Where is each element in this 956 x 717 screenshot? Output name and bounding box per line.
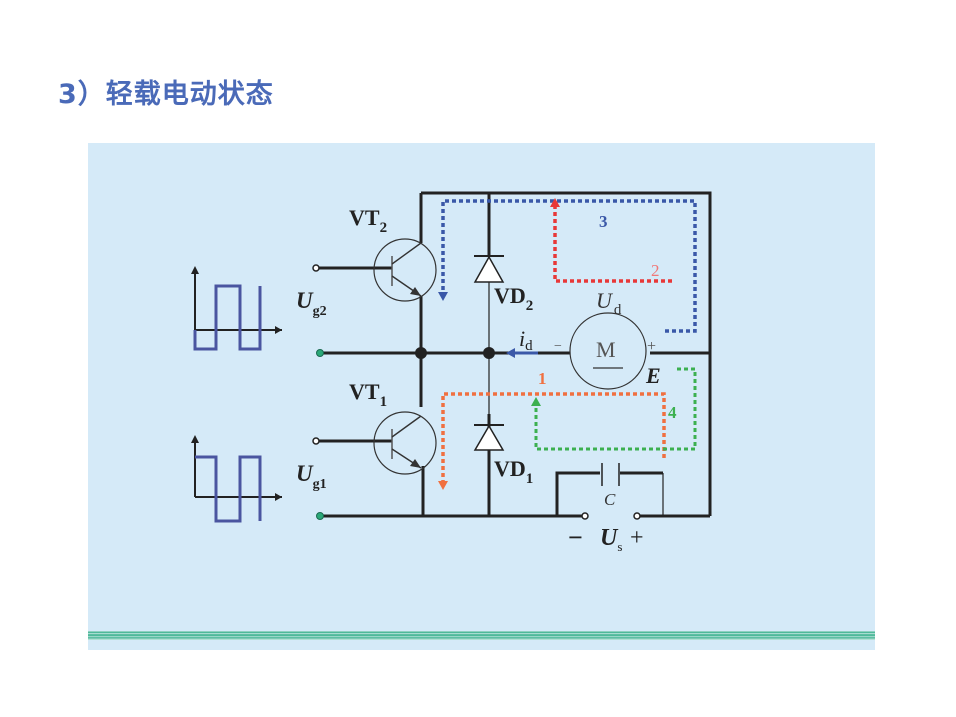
label-id: i	[519, 326, 525, 351]
label-ug2: U	[296, 288, 314, 313]
waveform-ug2	[191, 266, 282, 351]
path-label-2: 2	[651, 261, 660, 280]
junction-dot	[415, 347, 427, 359]
svg-text:VT1: VT1	[349, 379, 387, 410]
diagram-panel	[88, 143, 875, 650]
label-ug1: U	[296, 461, 314, 486]
svg-text:VT2: VT2	[349, 205, 387, 236]
gate-terminal-vt2	[312, 264, 320, 272]
label-us: U	[600, 525, 619, 551]
supply-minus: −	[568, 523, 583, 552]
label-capacitor: C	[604, 490, 616, 509]
diode-vd2	[473, 255, 505, 283]
footer-divider	[88, 631, 875, 640]
svg-text:id: id	[519, 326, 533, 354]
svg-text:VD1: VD1	[494, 456, 533, 487]
svg-text:Ug2: Ug2	[296, 288, 327, 319]
svg-text:Ug1: Ug1	[296, 461, 327, 492]
label-vt2: VT	[349, 205, 380, 230]
label-vd2: VD	[494, 283, 526, 308]
source-terminal-vt1	[316, 512, 324, 520]
label-vt1: VT	[349, 379, 380, 404]
gate-terminal-vt1	[312, 437, 320, 445]
motor-plus: +	[647, 338, 656, 355]
supply-terminal-plus	[633, 512, 641, 520]
transistor-vt1	[373, 411, 437, 475]
svg-text:Us: Us	[600, 525, 622, 554]
svg-text:Ud: Ud	[596, 288, 622, 318]
supply-plus: +	[630, 525, 644, 551]
supply-terminal-minus	[581, 512, 589, 520]
current-path-2	[553, 206, 672, 283]
page-title: 3）轻载电动状态	[58, 79, 274, 110]
source-terminal-vt2	[316, 349, 324, 357]
waveform-ug1	[191, 435, 282, 523]
capacitor	[601, 463, 620, 486]
diode-vd1	[473, 424, 505, 451]
svg-text:VD2: VD2	[494, 283, 533, 314]
label-vd1: VD	[494, 456, 526, 481]
motor-minus: −	[554, 339, 562, 354]
path-label-1: 1	[538, 369, 547, 388]
path-label-3: 3	[599, 212, 608, 231]
label-ud: U	[596, 288, 614, 313]
motor-label: M	[596, 337, 616, 362]
junction-dot	[483, 347, 495, 359]
motor	[569, 312, 647, 390]
path-label-4: 4	[668, 403, 677, 422]
current-path-1	[441, 392, 666, 484]
transistor-vt2	[373, 238, 437, 302]
current-path-3	[441, 199, 697, 333]
label-emf: E	[645, 363, 661, 388]
current-path-4	[534, 367, 697, 451]
